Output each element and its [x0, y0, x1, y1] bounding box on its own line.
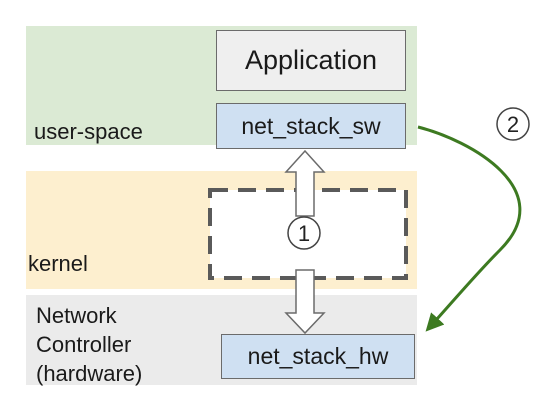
kernel-path-marker-circle: [287, 216, 321, 250]
hardware-label-line-3: (hardware): [36, 361, 143, 386]
bypass-path-marker-circle: [496, 107, 530, 141]
application-label: Application: [244, 45, 378, 75]
kernel-to-hw-arrow: [284, 269, 326, 335]
bypass-arrow: [417, 125, 522, 332]
application-box: Application: [216, 30, 406, 91]
kernel-path-marker-text: 1: [298, 221, 310, 246]
net-stack-hw-label: net_stack_hw: [247, 343, 389, 369]
net-stack-sw-box: net_stack_sw: [216, 103, 406, 149]
net-stack-sw-label: net_stack_sw: [241, 112, 381, 139]
hardware-label-line-1: Network: [36, 303, 117, 328]
user-space-label: user-space: [34, 119, 143, 144]
hardware-label-line-2: Controller: [36, 332, 132, 357]
kernel-to-sw-arrow: [284, 149, 326, 217]
net-stack-hw-box: net_stack_hw: [221, 334, 415, 379]
kernel-label: kernel: [28, 251, 88, 276]
bypass-path-marker-text: 2: [507, 112, 519, 137]
